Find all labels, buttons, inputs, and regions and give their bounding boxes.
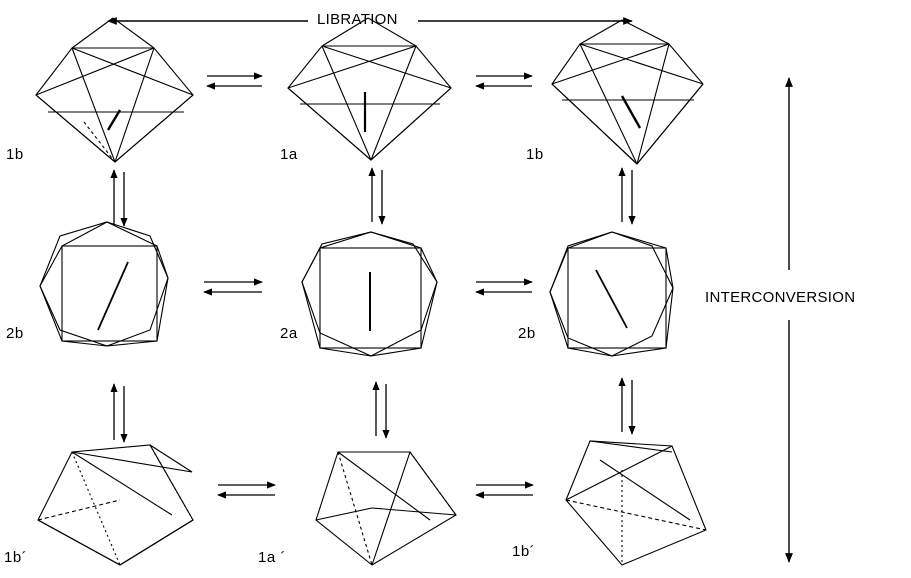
label-1a: 1a [280, 146, 298, 163]
label-2a: 2a [280, 325, 298, 342]
label-1b-prime-left: 1b´ [4, 549, 28, 566]
cage-1b-prime-right [565, 440, 707, 566]
eq-arrows-vertical [110, 167, 636, 443]
cage-1a-center [287, 17, 452, 161]
cage-2b-right [549, 231, 674, 357]
label-2b-left: 2b [6, 325, 24, 342]
interconversion-label: INTERCONVERSION [705, 289, 856, 306]
label-1b-prime-right: 1b´ [512, 543, 536, 560]
label-1b-left: 1b [6, 146, 24, 163]
cage-2a-center [301, 231, 438, 357]
cage-1b-prime-left [37, 444, 194, 566]
cage-1b-right [551, 19, 704, 165]
cage-1b-left [35, 17, 194, 163]
libration-label: LIBRATION [317, 11, 398, 28]
cage-1a-prime-center [315, 451, 457, 566]
cage-2b-left [39, 221, 169, 347]
label-2b-right: 2b [518, 325, 536, 342]
label-1b-right: 1b [526, 146, 544, 163]
label-1a-prime: 1a ´ [258, 549, 286, 566]
eq-arrows-horizontal [203, 72, 534, 499]
